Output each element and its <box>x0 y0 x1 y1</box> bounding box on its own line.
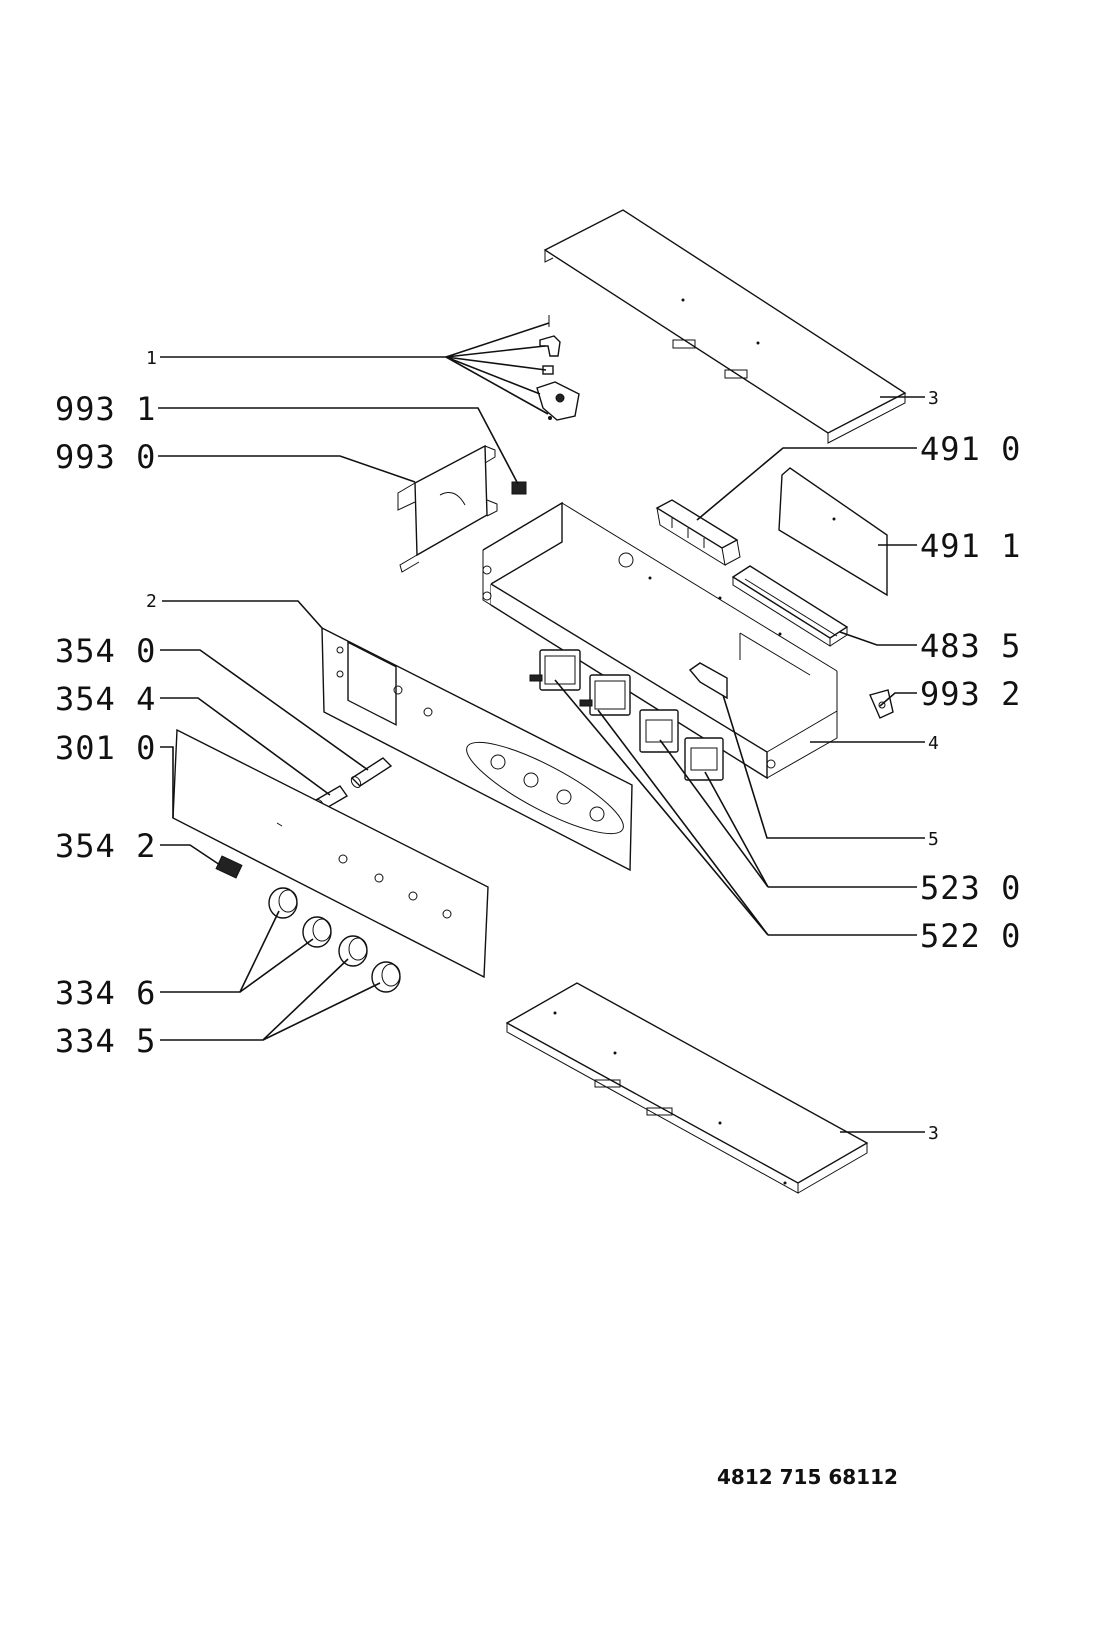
clip-3542-part <box>215 855 243 879</box>
bracket-5-part <box>688 662 728 700</box>
switch-5230-b-part <box>684 737 724 781</box>
label-9930: 993 0 <box>55 438 156 476</box>
label-3540: 354 0 <box>55 632 156 670</box>
front-panel-3010-part <box>172 728 489 979</box>
terminal-block-4910-part <box>655 499 741 567</box>
control-panel-2-part <box>321 626 633 872</box>
label-4910: 491 0 <box>920 430 1021 468</box>
knob-3345-b <box>371 961 401 993</box>
switch-5230-a-part <box>639 709 679 753</box>
label-3346: 334 6 <box>55 974 156 1012</box>
label-3345: 334 5 <box>55 1022 156 1060</box>
label-3544: 354 4 <box>55 680 156 718</box>
label-3-bottom: 3 <box>928 1123 939 1144</box>
label-9931: 993 1 <box>55 390 156 428</box>
label-5220: 522 0 <box>920 917 1021 955</box>
document-code: 4812 715 68112 <box>717 1465 898 1489</box>
switch-5220-b-part <box>579 674 631 716</box>
knob-3346-b <box>302 916 332 948</box>
top-cover-part <box>543 209 907 444</box>
label-4: 4 <box>928 733 939 754</box>
knob-3346-a <box>268 887 298 919</box>
terminal-strip-4835-part <box>731 565 849 647</box>
clip-9931-part <box>511 481 527 495</box>
label-1: 1 <box>146 348 157 369</box>
label-9932: 993 2 <box>920 675 1021 713</box>
part-labels: 1 993 1 993 0 2 354 0 354 4 301 0 354 2 … <box>55 348 1021 1144</box>
label-4911: 491 1 <box>920 527 1021 565</box>
label-3542: 354 2 <box>55 827 156 865</box>
leader-lines <box>158 322 925 1133</box>
bracket-9930-part <box>397 444 498 573</box>
knob-3345-a <box>338 935 368 967</box>
label-5230: 523 0 <box>920 869 1021 907</box>
switch-parts-group <box>536 315 580 421</box>
label-4835: 483 5 <box>920 627 1021 665</box>
bottom-cover-part <box>505 982 869 1194</box>
label-5: 5 <box>928 829 939 850</box>
switch-5220-a-part <box>529 649 581 691</box>
plate-4911-part <box>778 467 888 597</box>
label-2: 2 <box>146 591 157 612</box>
label-3010: 301 0 <box>55 729 156 767</box>
lamp-3540-part <box>350 757 393 788</box>
label-3-top: 3 <box>928 388 939 409</box>
